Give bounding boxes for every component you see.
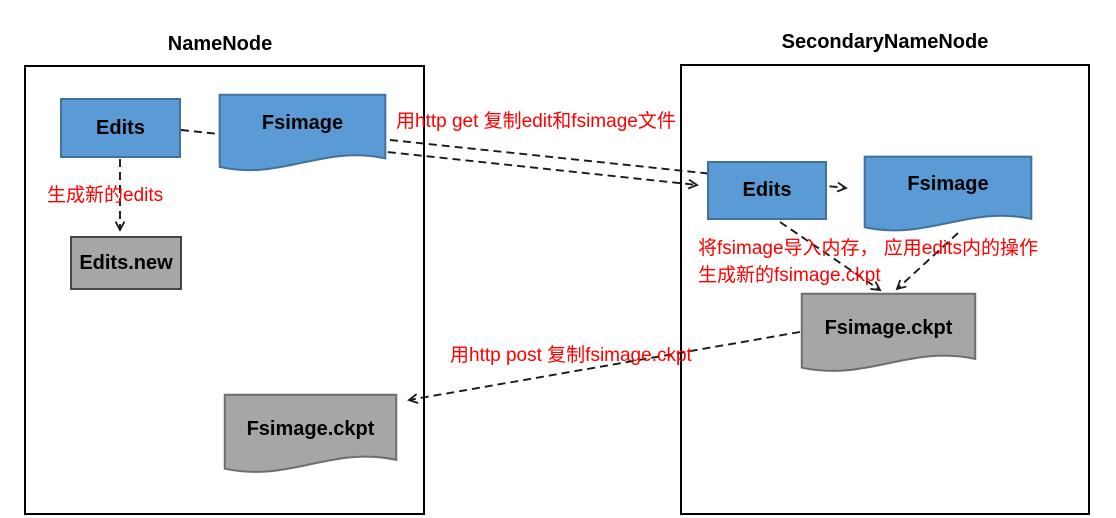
sn-fsimage-node: Fsimage <box>863 155 1033 239</box>
namenode-title: NameNode <box>167 33 273 55</box>
sn-fsimage-ckpt-node: Fsimage.ckpt <box>800 292 977 380</box>
annotation-http-get: 用http get 复制edit和fsimage文件 <box>396 111 676 132</box>
sn-edits-label: Edits <box>742 179 792 201</box>
document-shape <box>223 393 398 481</box>
nn-edits-node: Edits <box>60 98 181 158</box>
annotation-import-memory: 将fsimage导入内存， 应用edits内的操作 <box>698 238 1038 259</box>
secondarynamenode-box <box>680 64 1090 515</box>
sn-fsimage-ckpt-label: Fsimage.ckpt <box>824 316 953 339</box>
annotation-http-post: 用http post 复制fsimage.ckpt <box>450 345 692 366</box>
sn-edits-node: Edits <box>707 161 827 220</box>
namenode-box <box>24 65 425 515</box>
nn-fsimage-ckpt-label: Fsimage.ckpt <box>246 417 375 440</box>
nn-fsimage-label: Fsimage <box>261 111 344 134</box>
annotation-gen-new-edits: 生成新的edits <box>47 185 164 206</box>
nn-edits-new-node: Edits.new <box>70 236 182 290</box>
document-shape <box>863 155 1033 239</box>
sn-fsimage-label: Fsimage <box>907 173 989 196</box>
nn-edits-new-label: Edits.new <box>79 251 173 274</box>
nn-fsimage-node: Fsimage <box>218 93 387 179</box>
secondarynamenode-title: SecondaryNameNode <box>781 31 989 53</box>
nn-fsimage-ckpt-node: Fsimage.ckpt <box>223 393 398 481</box>
document-shape <box>218 93 387 179</box>
nn-edits-label: Edits <box>96 116 145 139</box>
document-shape <box>800 292 977 380</box>
annotation-gen-new-ckpt: 生成新的fsimage.ckpt <box>698 265 881 286</box>
